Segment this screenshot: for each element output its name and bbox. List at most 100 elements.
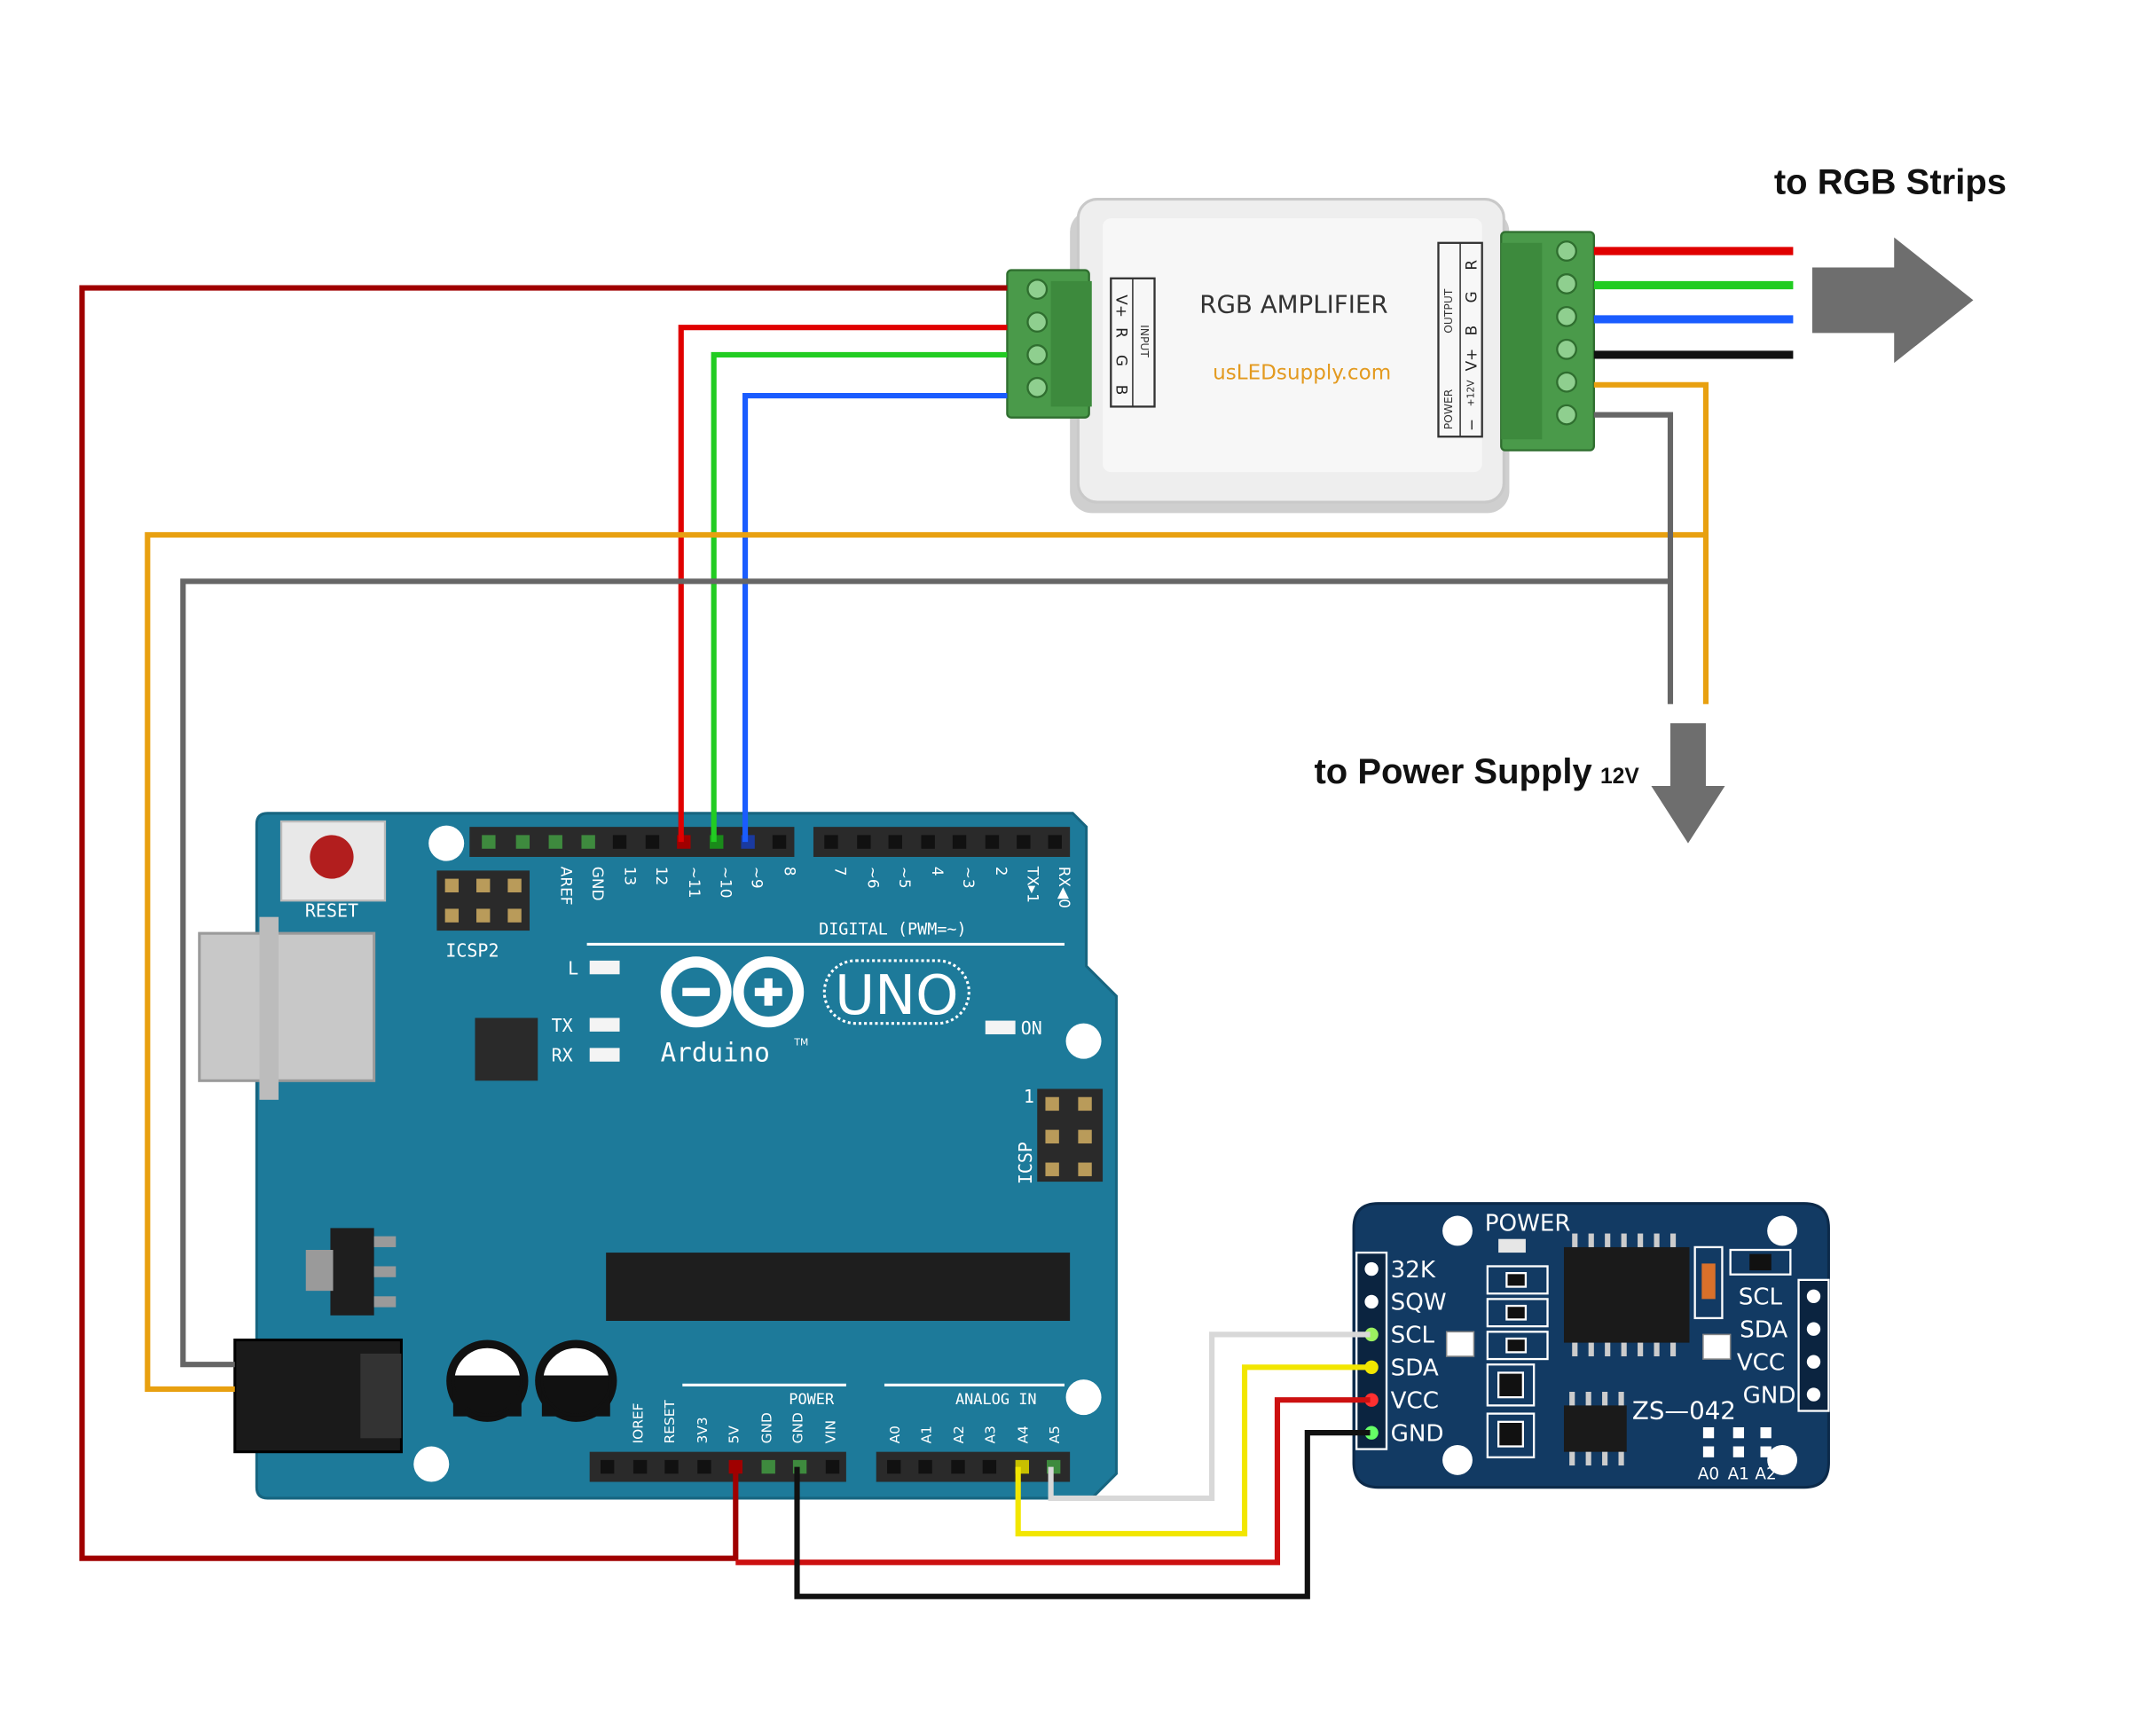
led-on-label: ON [1021,1017,1042,1039]
arduino-pcb [255,812,1118,1500]
digital-pin-aref: AREF [557,867,575,906]
arduino-brand: Arduino [661,1038,770,1068]
digital-pin-7: 7 [832,867,850,876]
rtc-left-header [1355,1251,1388,1450]
amplifier-output-pin-v: V+ [1463,349,1481,372]
amplifier-power-pin-12v: +12V [1465,380,1476,407]
power-supply-voltage: 12V [1600,765,1639,789]
logo-right-ring [733,956,805,1028]
rtc-eeprom-chip [1563,1405,1627,1452]
rgb-strips-arrow [1811,237,1974,364]
mount-hole [428,825,465,861]
voltage-regulator [330,1228,374,1316]
wire-scl-white [1048,1331,1371,1502]
rtc-chip-legs [1572,1233,1677,1356]
rtc-pin-scl: SCL [1391,1323,1435,1349]
rtc-mount-hole [1767,1444,1798,1475]
rtc-pin-sqw: SQW [1391,1290,1447,1316]
power-header [589,1451,846,1482]
amplifier-input-pin-b: B [1112,385,1130,396]
plus-icon-v [764,978,773,1006]
rtc-module: 32K SQW SCL SDA VCC GND POWER [1352,1202,1830,1489]
rtc-pin-gnd: GND [1391,1420,1444,1447]
power-header-label: POWER [789,1390,835,1408]
wire-pin9-to-blue-input [742,393,1008,843]
digital-pin-5: ~5 [896,867,914,889]
rtc-address-a0: A0 [1698,1465,1719,1483]
uno-badge [822,959,970,1025]
wire-gnd-black [794,1430,1371,1599]
rtc-right-pin-scl: SCL [1739,1284,1783,1311]
logo-left-ring [660,956,732,1028]
analog-pin-a0: A0 [887,1426,903,1443]
wire-sda-yellow [1015,1364,1371,1537]
rtc-mount-hole [1442,1444,1473,1475]
mount-hole [1065,1023,1102,1059]
rtc-address-a2: A2 [1755,1465,1776,1483]
usb-port [198,931,376,1082]
rtc-pin-sda: SDA [1391,1355,1439,1382]
rtc-pad [1702,1333,1732,1360]
wire-v-plus-to-5v [79,285,1008,1561]
rtc-small-pad [1445,1331,1475,1357]
regulator-leg [373,1296,397,1308]
reset-button-base [279,820,387,902]
rtc-right-pin-sda: SDA [1740,1316,1787,1343]
rtc-top-right-part [1729,1248,1792,1276]
rtc-right-pin-vcc: VCC [1737,1349,1785,1376]
amplifier-output-terminal [1500,231,1595,452]
power-pin-5v: 5V [726,1426,742,1444]
amplifier-output-pin-g: G [1463,291,1481,302]
amplifier-input-pin-v: V+ [1112,295,1130,318]
power-pin-reset: RESET [662,1400,678,1444]
minus-icon [682,987,711,996]
amplifier-power-header: POWER [1442,389,1455,429]
rtc-model-label: ZS—042 [1632,1396,1736,1426]
regulator-leg [373,1266,397,1277]
power-pin-vin: VIN [823,1420,839,1444]
rtc-right-pin-gnd: GND [1743,1382,1796,1409]
wire-pin10-to-green-input [711,351,1008,843]
digital-pin-3: ~3 [960,867,978,889]
rtc-left-pin-labels: 32K SQW SCL SDA VCC GND [1391,1257,1447,1448]
amplifier-input-header: INPUT [1138,325,1151,357]
rtc-top-right-part-body [1749,1253,1772,1271]
reset-button[interactable] [310,835,354,879]
analog-header [876,1451,1071,1482]
digital-pin-2: 2 [993,867,1010,876]
to-power-supply-label: to Power Supply 12V [1314,752,1639,791]
amplifier-input-terminal [1006,269,1092,419]
rtc-chip [1563,1246,1690,1343]
down-arrow-icon [1651,723,1725,844]
mount-hole [413,1446,450,1482]
wire-12v-orange [1593,381,1709,704]
icsp2-header [436,870,530,931]
regulator-tab [305,1250,334,1292]
power-pin-3v3: 3V3 [695,1417,711,1443]
rtc-address-a1: A1 [1728,1465,1749,1483]
analog-header-label: ANALOG IN [955,1390,1037,1408]
wire-pin11-to-red-input [678,325,1008,843]
rtc-power-led [1498,1238,1526,1253]
usb-port-tab [259,916,279,1100]
led-on [985,1020,1016,1034]
capacitor [535,1339,617,1422]
analog-pin-a3: A3 [983,1426,999,1443]
digital-pin-tx1: TX▸1 [1024,866,1041,903]
led-rx-label: RX [552,1045,573,1066]
reset-label: RESET [305,900,358,922]
led-l [589,960,620,975]
amplifier-input-pin-r: R [1112,327,1130,338]
rtc-eeprom-legs [1569,1391,1624,1466]
to-power-supply-text: to Power Supply [1314,752,1592,791]
rtc-power-label: POWER [1485,1210,1571,1237]
rtc-diode-body [1701,1263,1716,1300]
digital-pin-gnd: GND [589,867,607,901]
power-pin-gnd-1: GND [758,1412,774,1443]
icsp-pin1-label: 1 [1024,1086,1034,1107]
arduino-trademark: TM [793,1036,808,1048]
amplifier-face [1103,218,1482,473]
wire-12v-orange-to-jack [145,531,1706,1392]
usb-chip [475,1017,538,1081]
